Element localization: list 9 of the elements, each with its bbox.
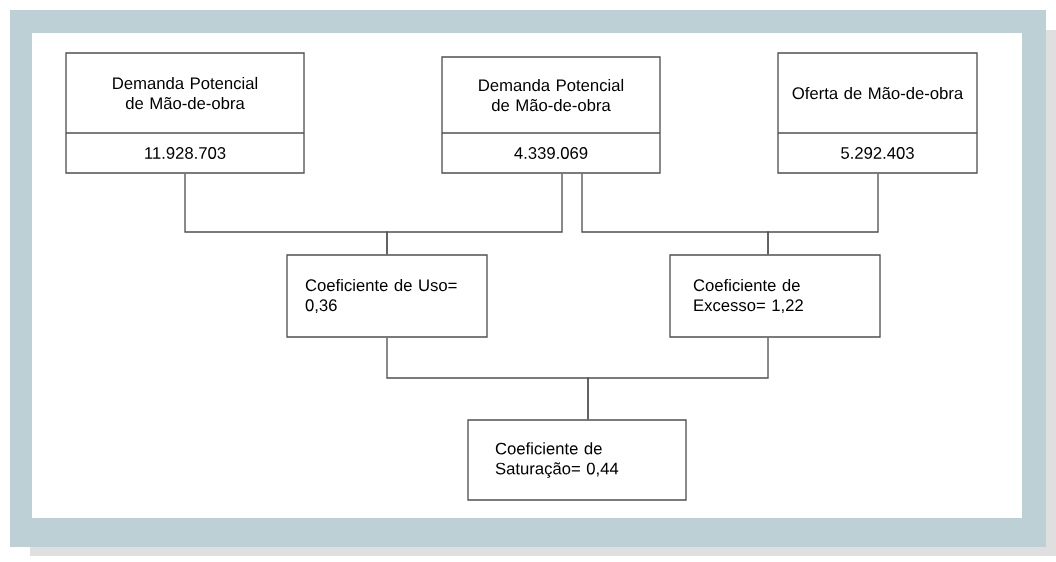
- coefficient-box: Coeficiente de Excesso= 1,22: [669, 254, 881, 338]
- connector-line: [386, 173, 563, 255]
- value-box: Oferta de Mão-de-obra 5.292.403: [777, 52, 978, 174]
- connector-line: [587, 337, 769, 420]
- coefficient-box: Coeficiente de Saturação= 0,44: [467, 419, 687, 501]
- value-box: Demanda Potencial de Mão-de-obra 4.339.069: [441, 56, 661, 174]
- connector-line: [767, 173, 879, 255]
- value-box: Demanda Potencial de Mão-de-obra 11.928.703: [65, 52, 305, 174]
- coefficient-box: Coeficiente de Uso= 0,36: [286, 254, 488, 338]
